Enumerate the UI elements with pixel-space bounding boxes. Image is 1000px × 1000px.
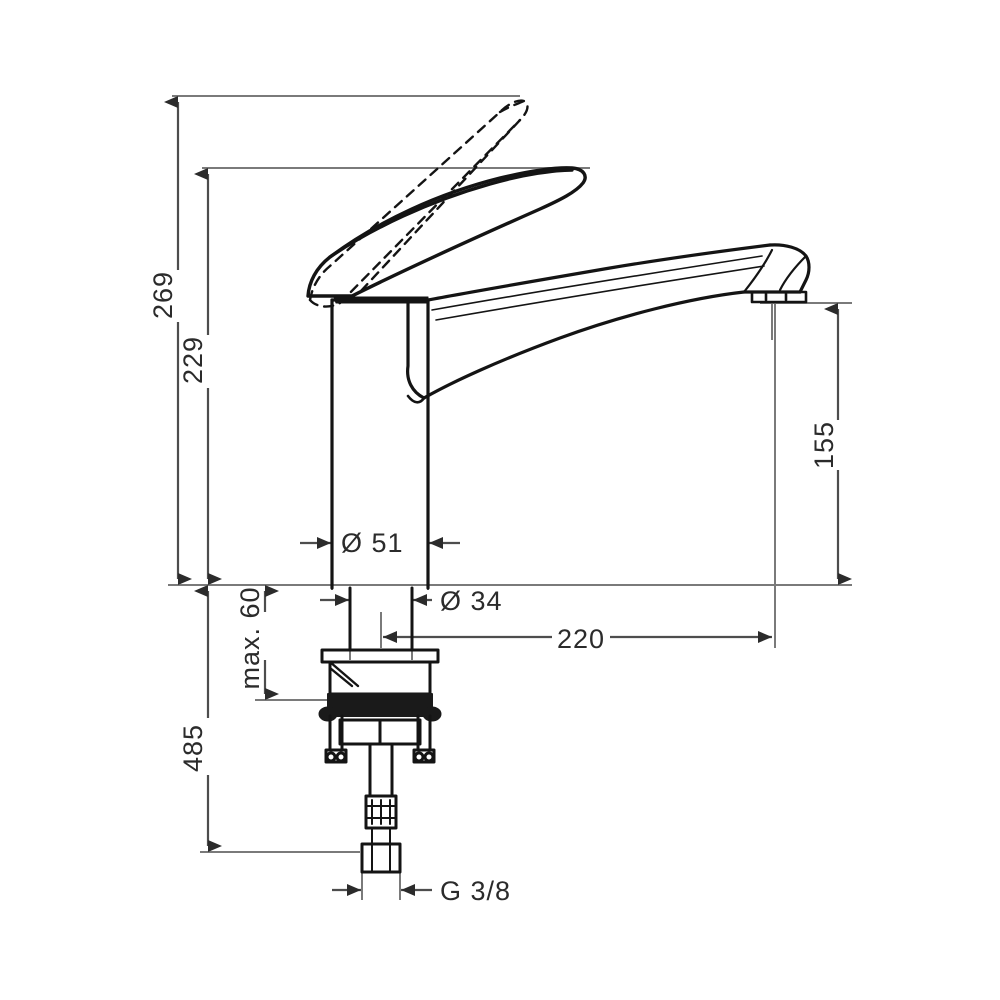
lever-handle-ghost [308, 99, 529, 308]
dim-label-diameter-51: Ø 51 [341, 528, 404, 558]
dim-label-thread-g38: G 3/8 [440, 876, 511, 906]
shank [348, 586, 414, 652]
dim-label-229: 229 [178, 336, 208, 384]
lever-handle [306, 166, 587, 298]
dimension-lines [164, 96, 852, 896]
dim-label-485: 485 [178, 724, 208, 772]
product-outline [306, 99, 811, 874]
dim-label-220: 220 [557, 624, 605, 654]
dim-label-diameter-34: Ø 34 [440, 586, 503, 616]
dimension-labels: 269 229 155 Ø 51 Ø 34 220 max. 60 485 G … [148, 271, 839, 906]
aerator [750, 290, 808, 304]
swivel-spout [406, 243, 811, 404]
mounting-flange [320, 648, 440, 696]
extension-lines [168, 95, 852, 900]
dim-label-269: 269 [148, 271, 178, 319]
dim-label-max-60: max. 60 [235, 586, 265, 689]
connection-hose [364, 742, 398, 845]
dim-label-155: 155 [809, 421, 839, 469]
threaded-studs [324, 714, 436, 764]
sealing-gasket [318, 693, 442, 722]
hex-union-nut [360, 842, 402, 874]
fixing-plate [338, 718, 422, 746]
cylindrical-body [330, 298, 430, 590]
